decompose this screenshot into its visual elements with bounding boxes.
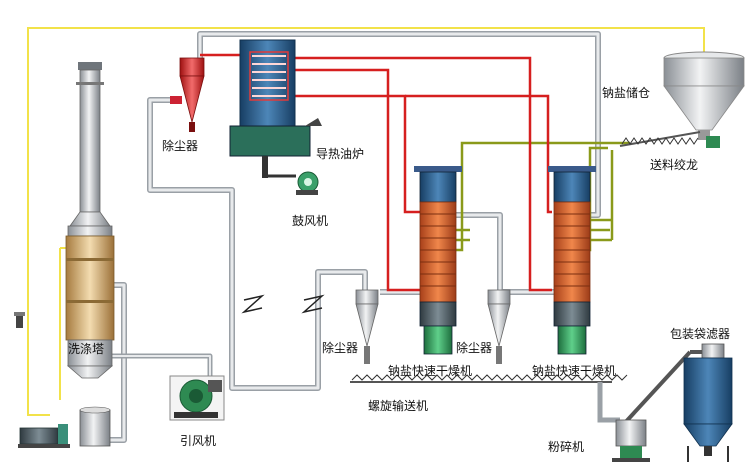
hot-oil-line [200,53,552,292]
dryer-left [414,166,462,355]
thermal-oil-furnace [229,39,322,178]
dryer-right [548,166,596,355]
water-pump [18,424,70,448]
label-dust-mid: 除尘器 [456,341,493,355]
bag-filter [683,343,733,462]
label-oil-furnace: 导热油炉 [316,147,365,161]
screw-conveyor [350,374,628,423]
label-pulverizer: 粉碎机 [548,440,585,454]
label-dryer-left: 钠盐快速干燥机 [388,364,473,378]
label-scrubber: 洗涤塔 [68,342,105,356]
feed-line [455,141,630,252]
induced-draft-fan [169,375,225,421]
label-bag-filter: 包装袋滤器 [670,327,731,341]
label-feed-auger: 送料绞龙 [650,158,699,172]
label-sodium-silo: 钠盐储仓 [602,86,651,100]
dust-collector-left [355,289,379,364]
air-duct [84,31,601,443]
duct-break-marks [241,294,325,314]
label-blower: 鼓风机 [292,214,329,228]
scrubber-tower [65,225,115,379]
label-screw-conveyor: 螺旋输送机 [368,399,429,413]
label-induced-fan: 引风机 [180,434,217,448]
top-cyclone [170,57,205,132]
water-tank [79,406,111,447]
label-cyclone-top: 除尘器 [162,139,199,153]
feed-auger [619,131,720,148]
valve-icon [14,312,25,328]
label-dust-left: 除尘器 [322,341,359,355]
label-dryer-right: 钠盐快速干燥机 [532,364,617,378]
sodium-silo [663,51,745,140]
dust-collector-mid [487,289,511,364]
chimney-stack [69,62,111,227]
blower [296,171,319,195]
